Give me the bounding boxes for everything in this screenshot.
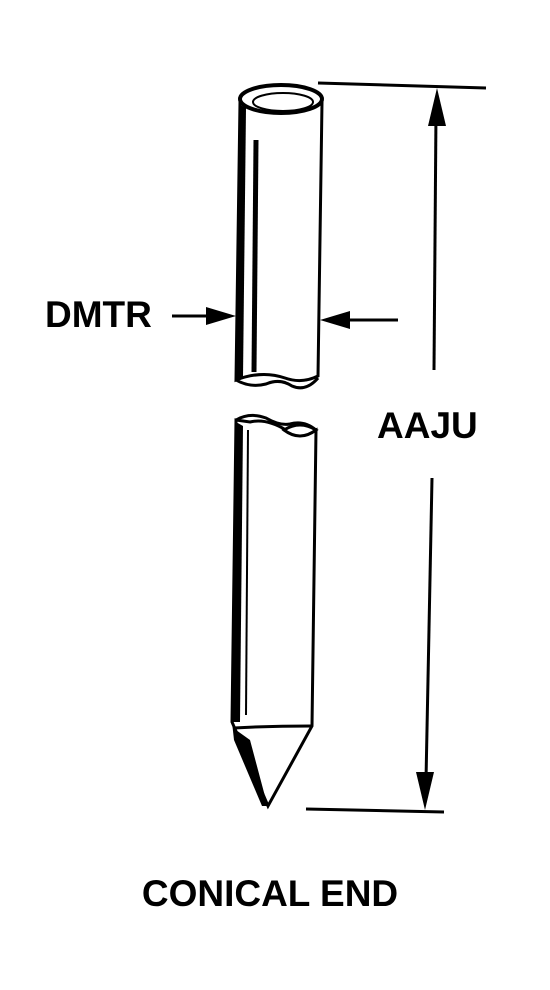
length-dim-line-top (432, 111, 438, 371)
upper-pin-segment (234, 83, 324, 390)
diameter-arrow-right (320, 311, 350, 329)
lower-pin-segment (230, 413, 319, 810)
lower-pin-shading-line (245, 429, 249, 716)
upper-pin-shading (236, 105, 246, 378)
conical-tip-inner-shade (236, 730, 266, 800)
lower-pin-break-ellipse (281, 423, 319, 438)
length-extension-bottom (305, 807, 445, 814)
lower-pin-break-line (235, 413, 317, 432)
length-dim-line-bottom (424, 477, 434, 781)
upper-pin-body (234, 101, 324, 383)
diameter-label: DMTR (45, 294, 152, 335)
length-arrow-top (428, 88, 446, 126)
upper-pin-shading-line (251, 139, 259, 373)
diagram-caption: CONICAL END (142, 873, 398, 914)
conical-tip-shading (232, 722, 268, 806)
length-dimension: AAJU (305, 81, 487, 814)
length-extension-top (317, 81, 487, 90)
lower-pin-shading (232, 422, 243, 722)
upper-pin-break-line (235, 376, 320, 390)
upper-pin-top-cap-inner (252, 92, 314, 112)
length-label: AAJU (377, 405, 478, 446)
conical-tip-edge (233, 724, 313, 730)
length-arrow-bottom (416, 772, 434, 810)
diameter-arrow-left (206, 307, 236, 325)
diameter-dimension: DMTR (45, 294, 398, 335)
